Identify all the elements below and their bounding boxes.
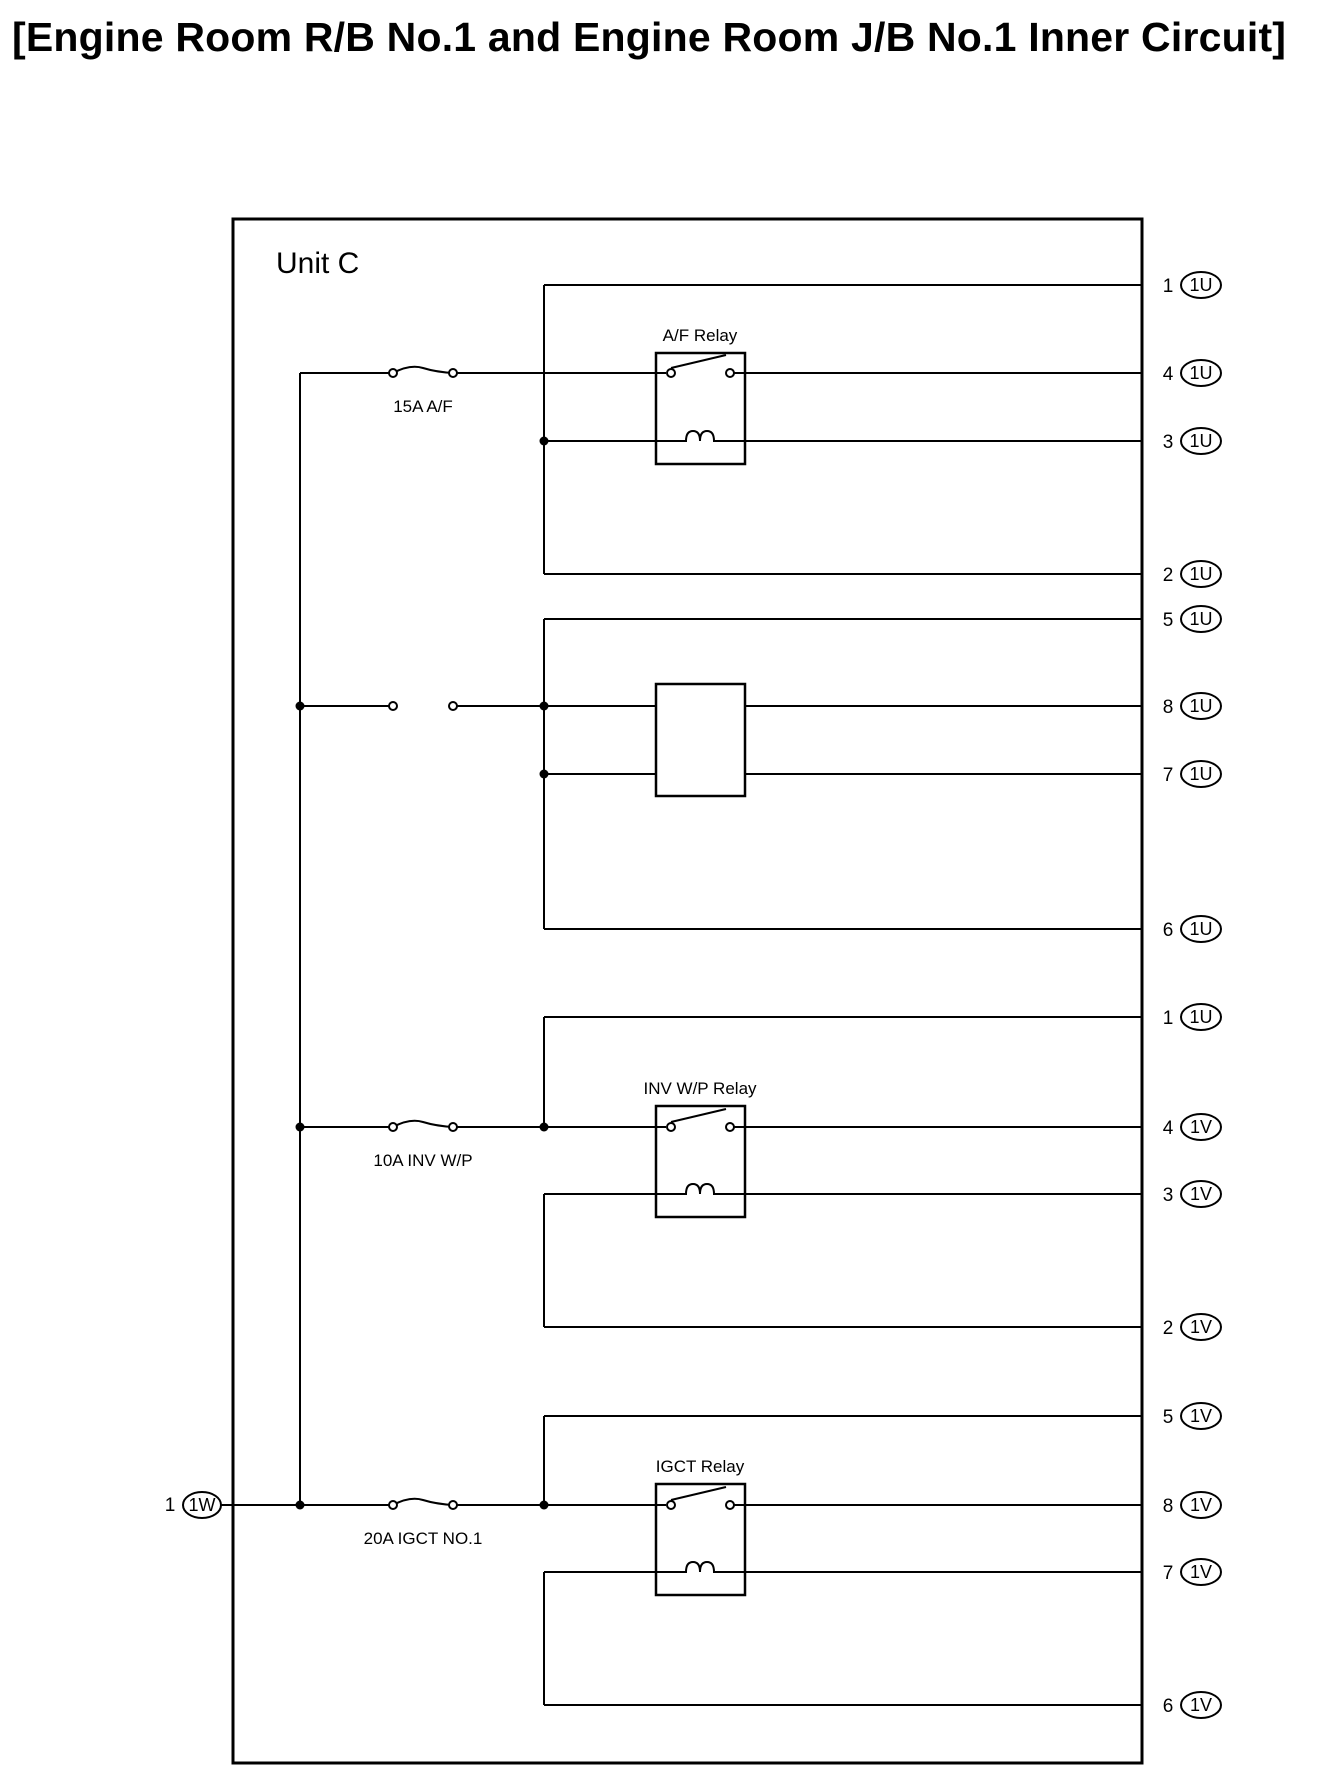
fuse-label-igct: 20A IGCT NO.1 [364, 1529, 483, 1548]
connector-oval [1180, 1180, 1222, 1208]
unit-label: Unit C [276, 247, 359, 280]
terminal-connector-label: 1U [1189, 609, 1212, 629]
terminal-pin-number: 6 [1163, 920, 1174, 941]
terminal-pin-number: 7 [1163, 1563, 1174, 1584]
terminal-connector-label: 1U [1189, 564, 1212, 584]
fuse-label-af: 15A A/F [393, 397, 453, 416]
unit-outline [231, 217, 1144, 1765]
fuse-label-inv: 10A INV W/P [373, 1151, 472, 1170]
terminal-pin-number: 2 [1163, 565, 1174, 586]
terminal: 6 1U [1163, 915, 1222, 943]
connector-oval [1180, 915, 1222, 943]
terminal: 3 1V [1163, 1180, 1222, 1208]
igct-relay-label: IGCT Relay [656, 1457, 745, 1476]
igct-relay [654, 1482, 747, 1597]
terminal: 5 1U [1163, 605, 1222, 633]
connector-oval [1180, 1691, 1222, 1719]
connector-oval [1180, 560, 1222, 588]
terminal-connector-label: 1V [1190, 1317, 1212, 1337]
connector-oval [1180, 1113, 1222, 1141]
terminal: 1 1U [1163, 271, 1222, 299]
terminal: 4 1V [1163, 1113, 1222, 1141]
connector-oval [1180, 605, 1222, 633]
terminal-pin-number: 3 [1163, 432, 1174, 453]
connector-oval [1180, 1313, 1222, 1341]
unnamed-module [654, 682, 747, 798]
main-bus [221, 372, 393, 1510]
connector-oval [1180, 427, 1222, 455]
terminal-pin-number: 6 [1163, 1696, 1174, 1717]
terminal-pin-number: 8 [1163, 697, 1174, 718]
terminal-connector-label: 1U [1189, 696, 1212, 716]
terminal-pin-number: 7 [1163, 765, 1174, 786]
connector-oval [1180, 760, 1222, 788]
af-relay [654, 351, 747, 466]
terminal: 6 1V [1163, 1691, 1222, 1719]
terminal-pin-number: 1 [1163, 1008, 1174, 1029]
page-title: [Engine Room R/B No.1 and Engine Room J/… [12, 14, 1287, 60]
fuse-20a-igct: 20A IGCT NO.1 [364, 1497, 483, 1548]
terminal-connector-label: 1V [1190, 1184, 1212, 1204]
fuse-10a-inv-wp: 10A INV W/P [373, 1119, 473, 1170]
connector-oval [1180, 1003, 1222, 1031]
terminal-connector-label: 1U [1189, 1007, 1212, 1027]
terminal-pin-number: 4 [1163, 364, 1174, 385]
middle-block-section [539, 618, 1142, 930]
terminal: 8 1V [1163, 1491, 1222, 1519]
terminal-connector-label: 1U [1189, 919, 1212, 939]
connector-oval [1180, 1558, 1222, 1586]
terminal-connector-label: 1V [1190, 1406, 1212, 1426]
terminal: 5 1V [1163, 1402, 1222, 1430]
terminal-pin-number: 2 [1163, 1318, 1174, 1339]
connector-oval [1180, 1491, 1222, 1519]
terminal: 4 1U [1163, 359, 1222, 387]
terminal-pin-number: 8 [1163, 1496, 1174, 1517]
terminal-connector-label: 1V [1190, 1562, 1212, 1582]
connector-oval [1180, 271, 1222, 299]
terminal: 7 1V [1163, 1558, 1222, 1586]
terminal: 3 1U [1163, 427, 1222, 455]
inv-wp-relay [654, 1104, 747, 1219]
igct-relay-section: IGCT Relay [457, 1415, 1142, 1706]
terminal-connector-label: 1U [1189, 363, 1212, 383]
input-pin-number: 1 [165, 1495, 176, 1516]
fuse-15a-af: 15A A/F [388, 365, 458, 416]
input-terminal: 1 1W [165, 1491, 222, 1519]
terminal-connector-label: 1V [1190, 1117, 1212, 1137]
terminal-pin-number: 3 [1163, 1185, 1174, 1206]
inv-wp-relay-section: INV W/P Relay [457, 1016, 1142, 1328]
terminal-connector-label: 1U [1189, 275, 1212, 295]
terminal-pin-number: 5 [1163, 610, 1174, 631]
open-link [388, 701, 544, 711]
af-relay-label: A/F Relay [663, 326, 738, 345]
terminal: 2 1V [1163, 1313, 1222, 1341]
terminal-connector-label: 1V [1190, 1495, 1212, 1515]
inv-wp-relay-label: INV W/P Relay [643, 1079, 757, 1098]
terminal-connector-label: 1U [1189, 431, 1212, 451]
terminal-pin-number: 5 [1163, 1407, 1174, 1428]
input-connector-label: 1W [189, 1495, 216, 1515]
terminal-connector-label: 1U [1189, 764, 1212, 784]
af-relay-section: A/F Relay [457, 284, 1142, 575]
connector-oval [1180, 1402, 1222, 1430]
terminal: 1 1U [1163, 1003, 1222, 1031]
terminal: 7 1U [1163, 760, 1222, 788]
connector-oval [1180, 692, 1222, 720]
terminal-connector-label: 1V [1190, 1695, 1212, 1715]
terminal-pin-number: 1 [1163, 276, 1174, 297]
terminal-pin-number: 4 [1163, 1118, 1174, 1139]
connector-oval [1180, 359, 1222, 387]
terminal: 8 1U [1163, 692, 1222, 720]
terminal: 2 1U [1163, 560, 1222, 588]
